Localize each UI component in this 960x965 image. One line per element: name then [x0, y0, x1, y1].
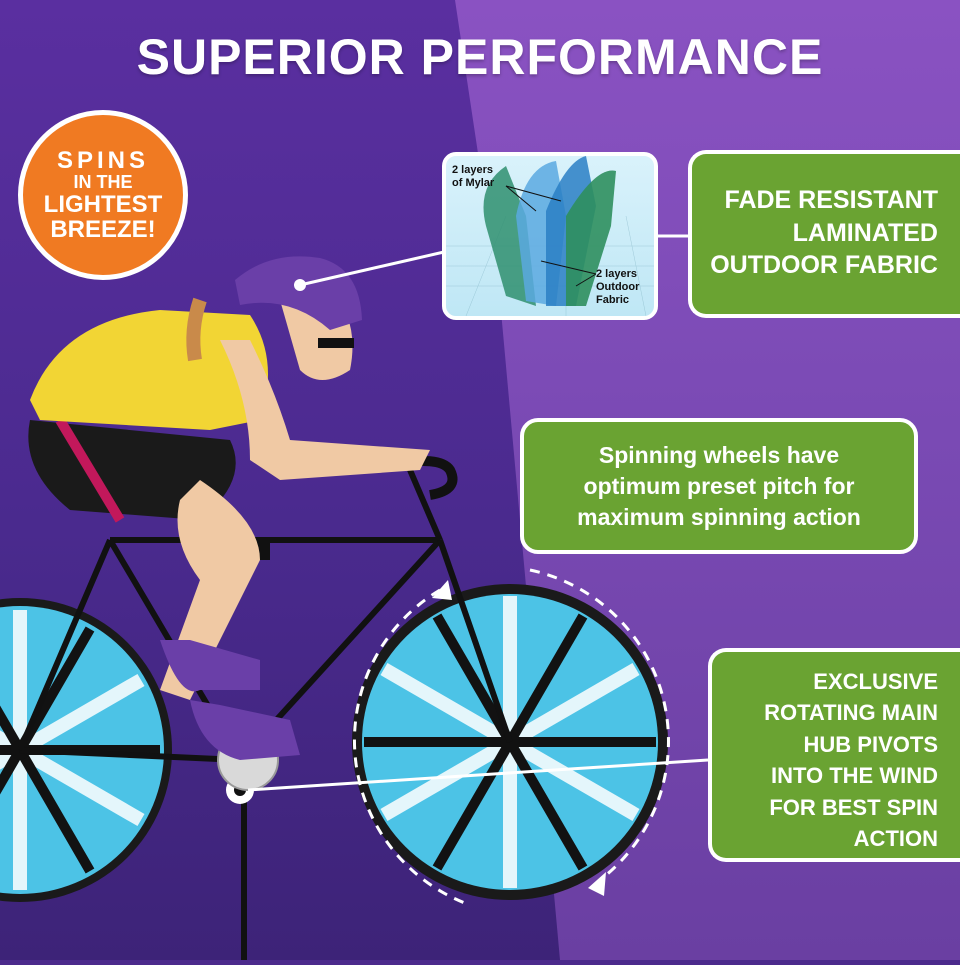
- outdoor-layers-label: 2 layers Outdoor Fabric: [596, 268, 639, 308]
- callout-line: ACTION: [853, 826, 938, 852]
- rotation-arrow-left: [353, 588, 471, 907]
- callout-line: optimum preset pitch for: [583, 473, 855, 500]
- spinning-wheels-callout: Spinning wheels have optimum preset pitc…: [520, 418, 918, 554]
- fabric-connector-line: [299, 250, 445, 287]
- callout-line: Spinning wheels have: [598, 442, 840, 468]
- outdoor-label-line: 2 layers: [596, 268, 637, 280]
- callout-line: maximum spinning action: [577, 504, 861, 531]
- callout-line: OUTDOOR FABRIC: [710, 251, 938, 279]
- callout-line: FADE RESISTANT: [724, 186, 938, 214]
- outdoor-label-line: Outdoor: [596, 281, 640, 294]
- callout-line: LAMINATED: [792, 218, 938, 247]
- page-title: SUPERIOR PERFORMANCE: [136, 29, 824, 85]
- front-wheel: [352, 584, 668, 900]
- mylar-label-line: 2 layers: [452, 164, 493, 176]
- rotation-arrow-right: [529, 568, 670, 882]
- callout-line: HUB PIVOTS: [803, 731, 938, 757]
- hub-connector-line: [247, 758, 709, 792]
- callout-line: FOR BEST SPIN: [769, 794, 938, 820]
- rotating-hub-callout: EXCLUSIVE ROTATING MAIN HUB PIVOTS INTO …: [708, 648, 960, 862]
- badge-line: BREEZE!: [50, 216, 156, 244]
- badge-line: IN THE: [73, 171, 133, 192]
- callout-line: INTO THE WIND: [770, 763, 938, 789]
- fabric-layers-diagram: [446, 156, 654, 316]
- fade-resistant-callout: FADE RESISTANT LAMINATED OUTDOOR FABRIC: [688, 150, 960, 318]
- cyclist-rider: [28, 256, 430, 760]
- fabric-layers-inset: 2 layers of Mylar 2 layers Outdoor Fabri…: [442, 152, 658, 320]
- mylar-layers-label: 2 layers of Mylar: [452, 164, 494, 190]
- rotation-arrow-head: [432, 580, 452, 600]
- callout-line: ROTATING MAIN: [764, 700, 938, 726]
- spins-badge: SPINS IN THE LIGHTEST BREEZE!: [18, 110, 188, 280]
- outdoor-label-line: Fabric: [596, 294, 630, 307]
- badge-line: LIGHTEST: [43, 190, 163, 218]
- rotation-arrow-head: [588, 872, 606, 896]
- mylar-label-line: of Mylar: [452, 177, 495, 190]
- badge-line: SPINS: [56, 146, 150, 174]
- callout-line: EXCLUSIVE: [813, 669, 938, 694]
